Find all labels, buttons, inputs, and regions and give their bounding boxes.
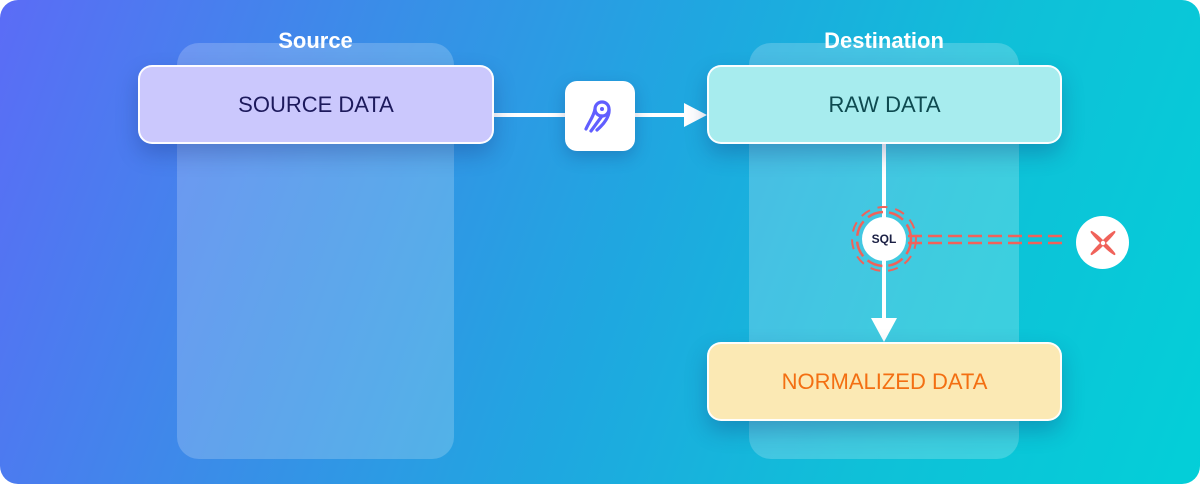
airbyte-logo-icon bbox=[584, 100, 611, 133]
sync-arrowhead bbox=[684, 103, 707, 127]
dbt-logo-badge bbox=[1076, 216, 1129, 269]
normalized-data-node: NORMALIZED DATA bbox=[707, 342, 1062, 421]
dbt-logo-icon bbox=[1090, 230, 1115, 255]
transform-dashed-link bbox=[908, 234, 1064, 245]
source-data-node: SOURCE DATA bbox=[138, 65, 494, 144]
sql-rings bbox=[851, 206, 917, 272]
raw-data-node: RAW DATA bbox=[707, 65, 1062, 144]
normalize-arrowhead bbox=[871, 318, 897, 342]
destination-column-title: Destination bbox=[824, 28, 944, 53]
source-column-title: Source bbox=[278, 28, 353, 53]
airbyte-logo-badge bbox=[565, 81, 635, 151]
sql-badge: SQL bbox=[862, 217, 906, 261]
